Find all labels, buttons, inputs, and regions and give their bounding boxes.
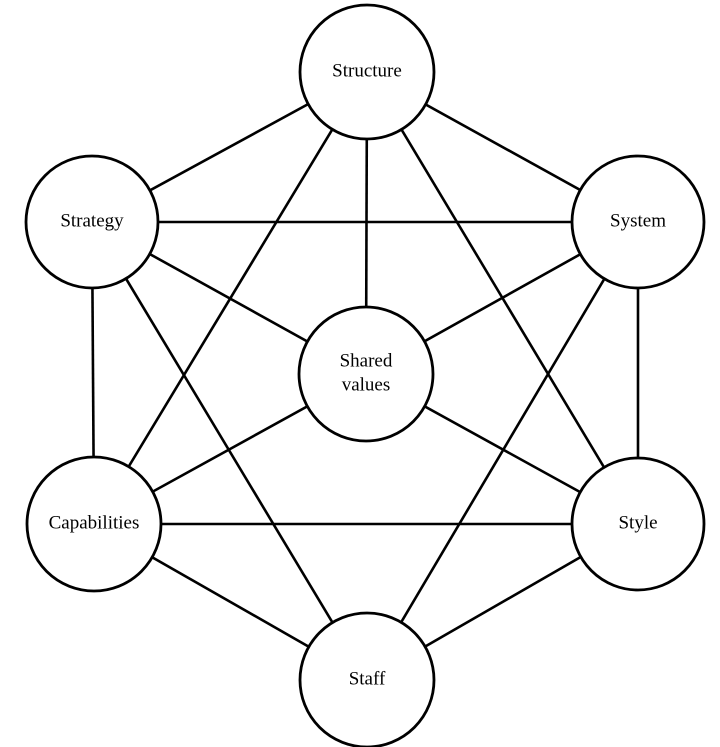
node-staff: Staff	[298, 611, 436, 747]
node-circle-shared-values	[297, 305, 435, 443]
node-circle-staff	[298, 611, 436, 747]
edge-system-staff	[365, 221, 640, 681]
node-label-structure: Structure	[332, 60, 402, 81]
node-circle-strategy	[24, 154, 160, 290]
node-label-strategy: Strategy	[60, 210, 124, 231]
node-label-shared-values-line-1: Shared	[340, 350, 393, 371]
node-circle-style	[570, 456, 706, 592]
node-label-staff: Staff	[349, 668, 386, 689]
node-label-style: Style	[618, 512, 657, 533]
node-circle-capabilities	[25, 455, 163, 593]
node-label-shared-values-line-2: values	[342, 374, 391, 395]
edge-strategy-staff	[90, 221, 369, 681]
node-label-capabilities: Capabilities	[49, 512, 140, 533]
node-system: System	[570, 154, 706, 290]
node-circle-system	[570, 154, 706, 290]
node-structure: Structure	[298, 3, 436, 141]
node-strategy: Strategy	[24, 154, 160, 290]
node-circle-structure	[298, 3, 436, 141]
node-shared-values: Shared values	[297, 305, 435, 443]
node-style: Style	[570, 456, 706, 592]
node-label-system: System	[610, 210, 666, 231]
node-capabilities: Capabilities	[25, 455, 163, 593]
